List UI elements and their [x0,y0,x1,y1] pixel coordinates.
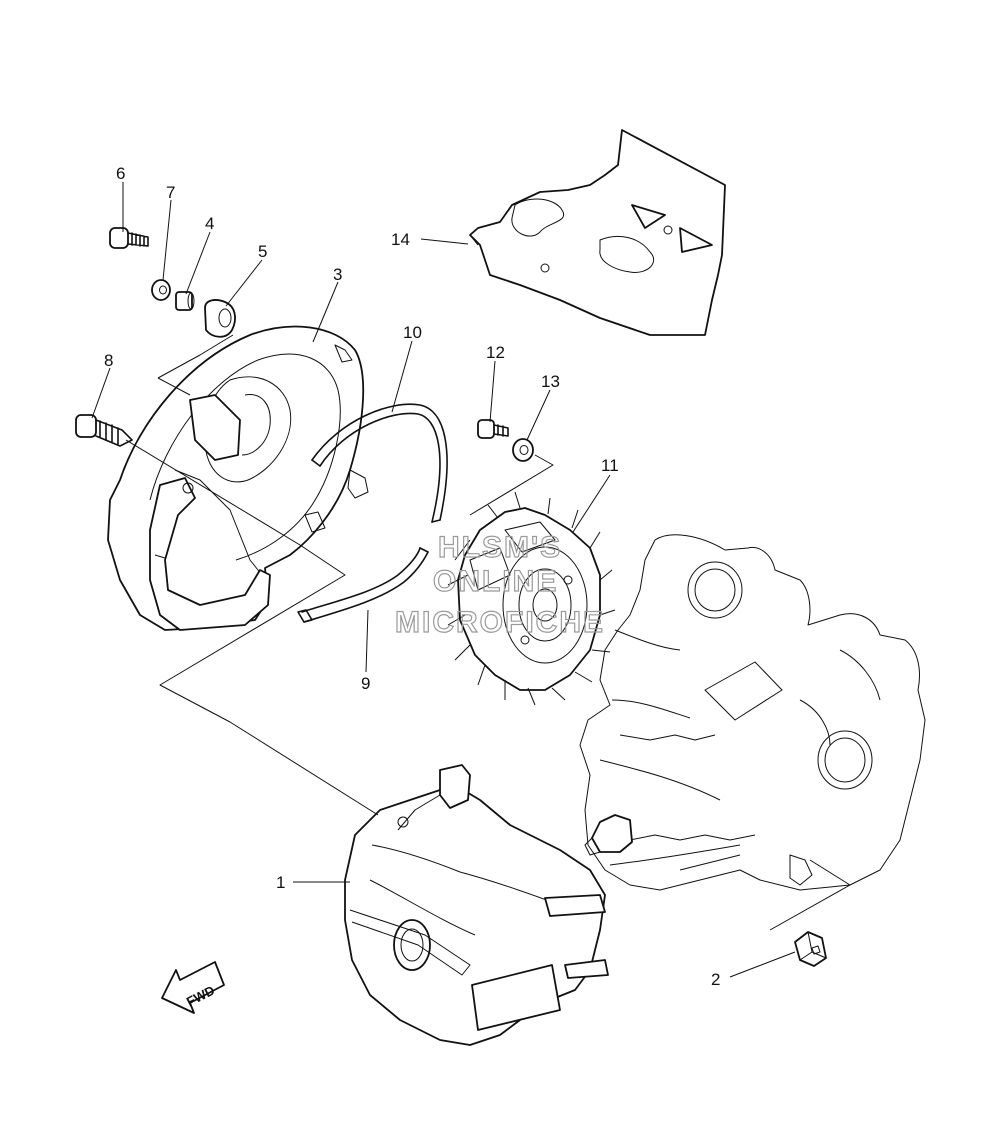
label-4: 4 [205,214,214,233]
part-11-fan [447,491,616,706]
leader-lines [91,182,796,978]
label-12: 12 [486,343,505,362]
part-6-bolt [109,227,149,249]
part-10-hose [311,403,448,523]
part-14-plate [469,129,726,336]
part-12-bolt [477,419,509,439]
part-9-hose [297,547,429,623]
watermark: HLSM'S ONLINE MICROFICHE [394,530,605,639]
label-6: 6 [116,164,125,183]
label-7: 7 [166,183,175,202]
label-3: 3 [333,265,342,284]
part-1-air-shroud [344,764,609,1046]
part-labels: 6 7 4 5 3 8 10 12 13 11 14 9 1 2 [104,164,720,989]
part-3-shroud [107,325,369,631]
label-1: 1 [276,873,285,892]
fwd-arrow: FWD [161,961,225,1014]
label-2: 2 [711,970,720,989]
part-5-grommet [204,299,236,338]
assembly-lines [125,334,851,931]
watermark-line-3: MICROFICHE [395,606,605,639]
part-4-collar [175,291,195,311]
watermark-line-2: ONLINE [433,565,558,598]
label-13: 13 [541,372,560,391]
label-14: 14 [391,230,410,249]
part-7-washer [151,279,171,301]
part-8-screw [75,414,133,447]
part-13-washer [512,438,534,462]
label-11: 11 [601,456,619,475]
part-2-clip [794,931,827,967]
label-8: 8 [104,351,113,370]
label-10: 10 [403,323,422,342]
label-5: 5 [258,242,267,261]
watermark-line-1: HLSM'S [438,531,562,564]
crankcase [579,534,926,891]
label-9: 9 [361,674,370,693]
